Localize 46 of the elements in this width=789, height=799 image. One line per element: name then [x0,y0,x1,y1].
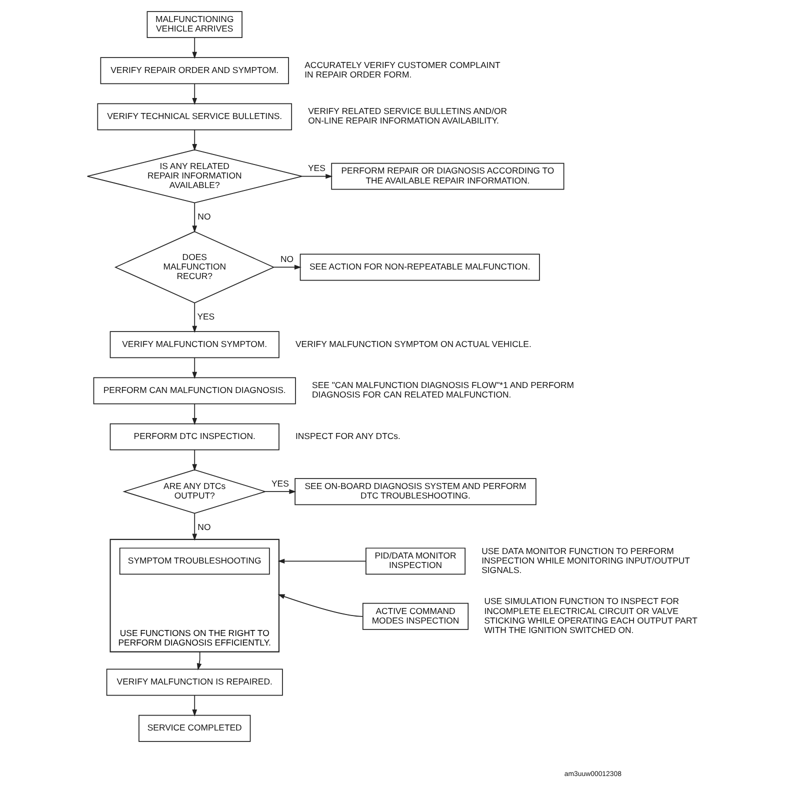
arrow [277,594,362,617]
edge-label: NO [280,254,294,264]
arrow [192,450,197,472]
node-box: PERFORM REPAIR OR DIAGNOSIS ACCORDING TO THE AVAILABLE REPAIR INFORMATION. [330,162,564,190]
node-diamond: IS ANY RELATED REPAIR INFORMATION AVAILABLE? [86,149,302,204]
edge-label: YES [271,478,288,488]
arrow [301,174,332,179]
arrow [192,37,197,59]
edge-label: NO [197,522,210,532]
node-box: PERFORM CAN MALFUNCTION DIAGNOSIS. [92,377,296,404]
node-box: VERIFY REPAIR ORDER AND SYMPTOM. [100,57,288,84]
arrow [192,302,197,333]
arrow [192,695,197,716]
arrow [192,83,197,105]
node-label: USE DATA MONITOR FUNCTION TO PERFORM INSPECTION WHILE MONITORING INPUT/OUTPUT SIGNALS. [481,546,690,575]
node-label: VERIFY RELATED SERVICE BULLETINS AND/OR ON-LINE REPAIR INFORMATION AVAILABILITY. [308,106,507,126]
node-label: USE SIMULATION FUNCTION TO INSPECT FOR INCOMPLETE ELECTRICAL CIRCUIT OR VALVE STICKING WHILE OPERATING EACH OUTPUT PART WITH THE IGNITION SWITCHED ON. [484,596,697,635]
node-box: VERIFY MALFUNCTION IS REPAIRED. [106,668,282,696]
node-diamond: ARE ANY DTCs OUTPUT? [122,469,266,514]
edge-label: YES [196,311,214,322]
edge-label: NO [197,211,210,222]
node-label: ACCURATELY VERIFY CUSTOMER COMPLAINT IN REPAIR ORDER FORM. [304,60,500,80]
arrow [192,129,197,151]
arrow [192,404,197,425]
node-box: MALFUNCTIONING VEHICLE ARRIVES [146,11,242,38]
edge-label: YES [307,163,325,174]
node-box: PID/DATA MONITOR INSPECTION [365,548,466,575]
arrow [264,489,296,494]
arrow [273,264,301,270]
node-label: VERIFY MALFUNCTION SYMPTOM ON ACTUAL VEHICLE. [295,338,531,349]
node-label: SEE "CAN MALFUNCTION DIAGNOSIS FLOW"*1 AND PERFORM DIAGNOSIS FOR CAN RELATED MALFUNCTION. [312,380,574,400]
arrow [192,513,197,541]
node-box: VERIFY TECHNICAL SERVICE BULLETINS. [96,103,292,130]
node-box: SEE ACTION FOR NON-REPEATABLE MALFUNCTION. [299,254,540,281]
node-box: PERFORM DTC INSPECTION. [109,423,279,450]
arrow [196,651,202,670]
node-box: SEE ON-BOARD DIAGNOSIS SYSTEM AND PERFORM DTC TROUBLESHOOTING. [294,478,536,506]
node-label: INSPECT FOR ANY DTCs. [295,430,400,441]
arrow [277,558,366,564]
node-box: ACTIVE COMMAND MODES INSPECTION [362,602,468,630]
node-box: VERIFY MALFUNCTION SYMPTOM. [109,331,279,358]
arrow [192,202,197,233]
node-box: SYMPTOM TROUBLESHOOTING [118,548,270,575]
node-box: SERVICE COMPLETED [138,714,250,742]
node-diamond: DOES MALFUNCTION RECUR? [114,231,274,304]
arrow [192,357,197,379]
